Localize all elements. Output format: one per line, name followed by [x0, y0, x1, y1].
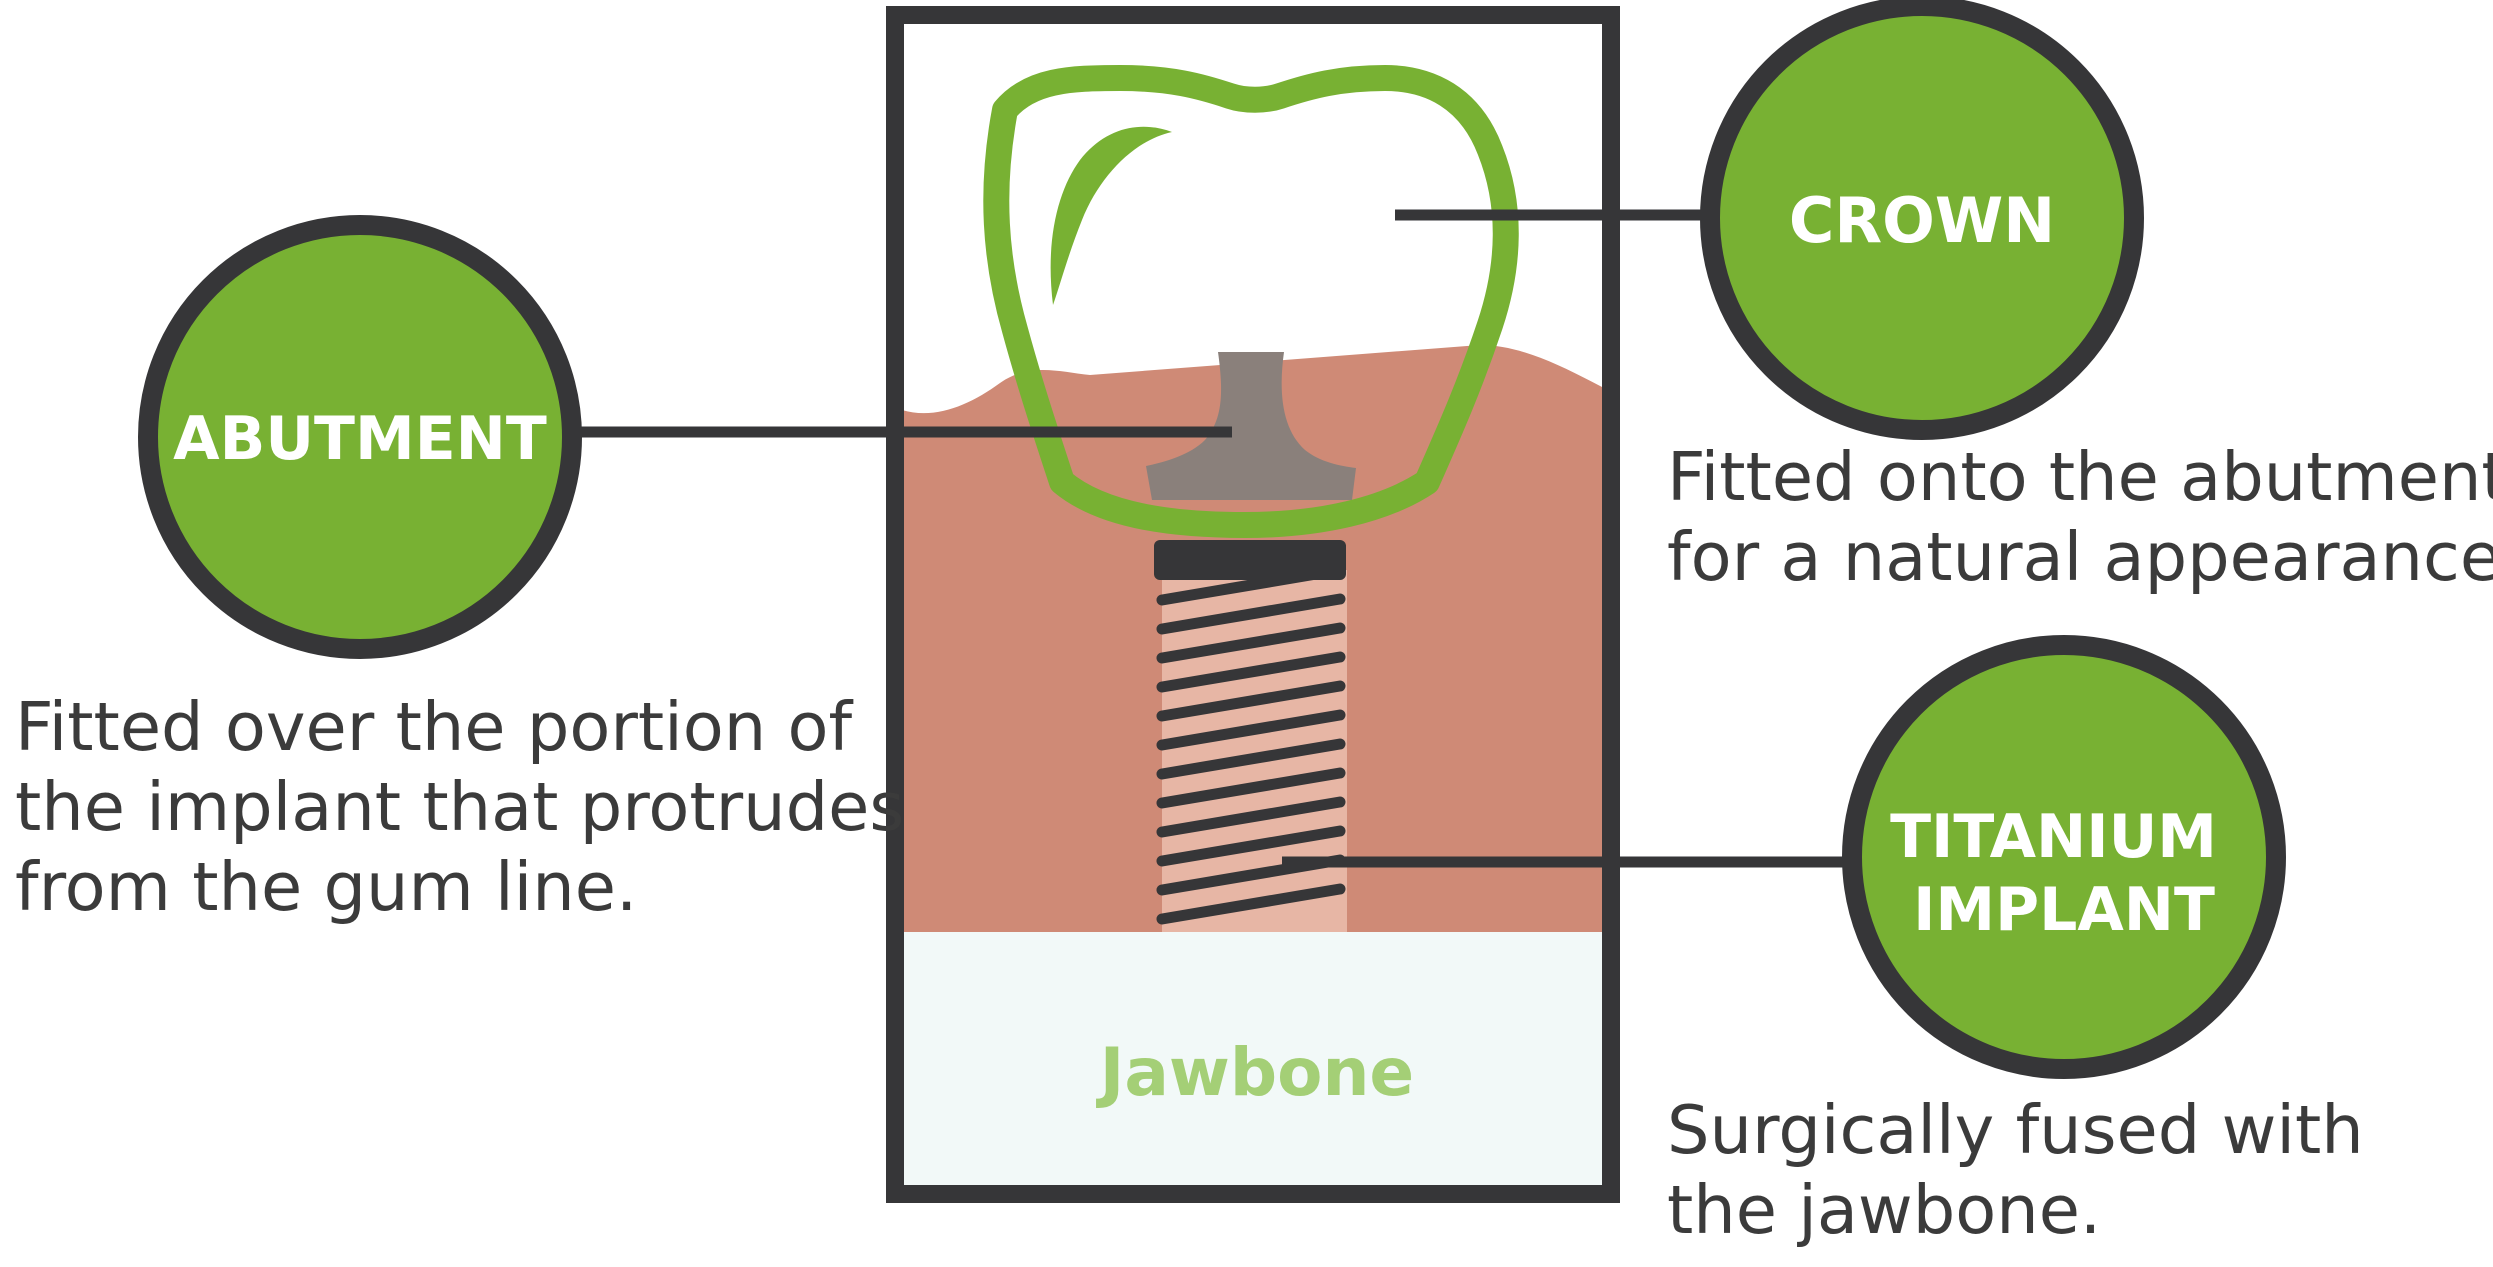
abutment-description-line: from the gum line.: [15, 848, 637, 926]
titanium-implant-screw: [1154, 540, 1347, 932]
implant-description-line: the jawbone.: [1667, 1171, 2101, 1249]
implant-label-line: TITANIUM: [1890, 802, 2217, 872]
cross-section-panel: Jawbone: [895, 15, 1611, 1194]
abutment-description: Fitted over the portion of the implant t…: [15, 688, 926, 926]
abutment-label: ABUTMENT: [173, 404, 547, 474]
implant-label-line: IMPLANT: [1913, 875, 2215, 945]
crown-description: Fitted onto the abutment for a natural a…: [1667, 438, 2493, 596]
crown-callout: CROWN Fitted onto the abutment for a nat…: [1667, 6, 2493, 596]
abutment-description-line: the implant that protrudes: [15, 768, 904, 846]
implant-description-line: Surgically fused with: [1667, 1091, 2364, 1169]
jawbone-label: Jawbone: [1096, 1034, 1414, 1111]
crown-description-line: for a natural appearance.: [1667, 518, 2493, 596]
crown-description-line: Fitted onto the abutment: [1667, 438, 2493, 516]
abutment-callout: ABUTMENT Fitted over the portion of the …: [15, 225, 926, 926]
crown-label: CROWN: [1789, 184, 2055, 257]
implant-collar: [1154, 540, 1346, 580]
implant-callout: TITANIUM IMPLANT Surgically fused with t…: [1667, 645, 2385, 1249]
implant-description: Surgically fused with the jawbone.: [1667, 1091, 2385, 1249]
abutment-description-line: Fitted over the portion of: [15, 688, 854, 766]
